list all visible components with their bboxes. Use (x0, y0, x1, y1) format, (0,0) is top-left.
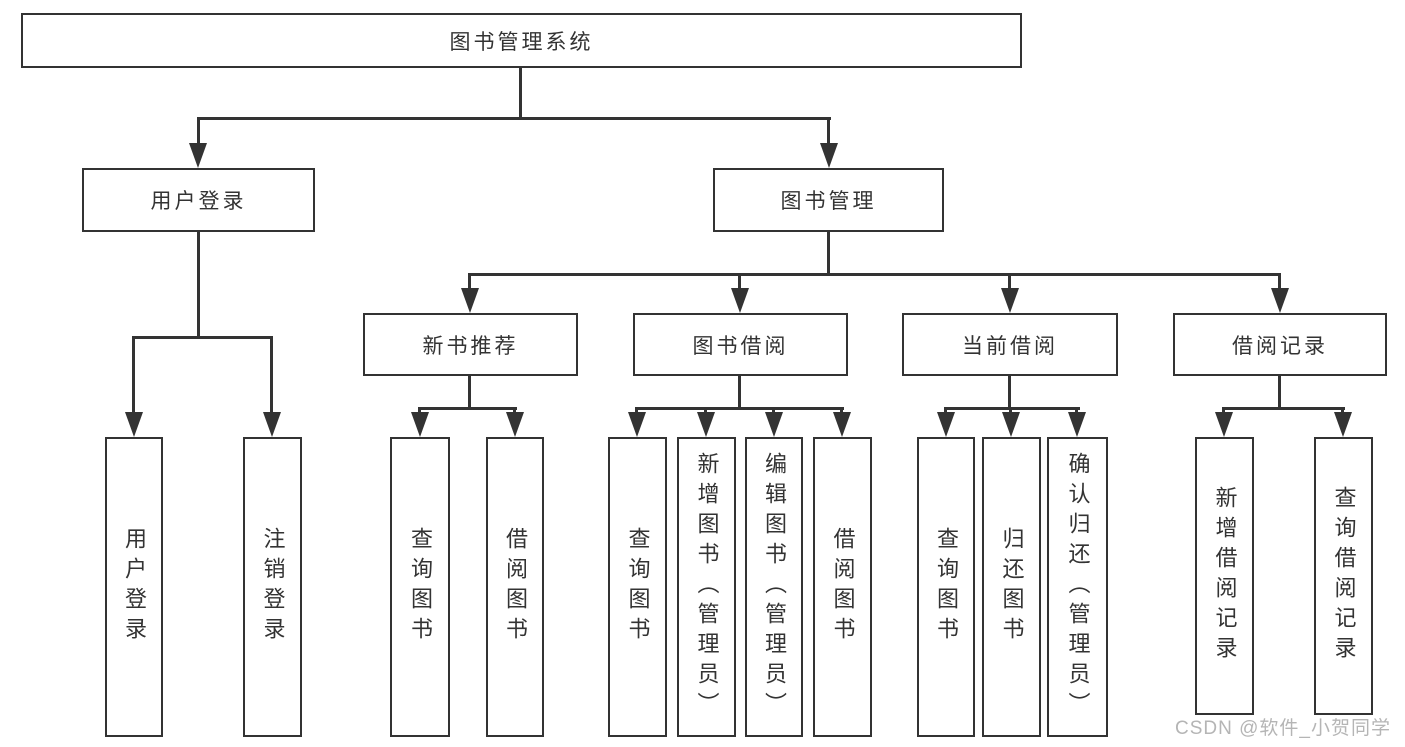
node-new-book-recommend: 新书推荐 (363, 313, 578, 376)
leaf-label: 查询图书 (408, 527, 433, 647)
leaf-label: 新增借阅记录 (1212, 486, 1238, 666)
leaf-add-book-admin: 新增图书（管理员） (677, 437, 736, 737)
leaf-label: 注销登录 (260, 527, 286, 647)
leaf-label: 确认归还（管理员） (1065, 452, 1091, 722)
connector-line (270, 336, 273, 416)
node-label: 当前借阅 (962, 334, 1058, 358)
leaf-query-borrow-record: 查询借阅记录 (1314, 437, 1373, 715)
connector-line (1008, 375, 1011, 407)
arrow-down-icon (263, 412, 281, 437)
connector-line (827, 232, 830, 273)
connector-line (468, 273, 471, 292)
leaf-label: 查询图书 (625, 527, 651, 647)
connector-line (840, 407, 843, 415)
arrow-down-icon (820, 143, 838, 168)
connector-line (513, 407, 516, 415)
leaf-borrow-books-recommend: 借阅图书 (486, 437, 544, 737)
connector-line (197, 117, 831, 120)
connector-line (132, 336, 273, 339)
connector-line (635, 407, 638, 415)
connector-line (1278, 273, 1281, 292)
node-book-management: 图书管理 (713, 168, 944, 232)
connector-line (944, 407, 1080, 410)
connector-line (1009, 407, 1012, 415)
connector-line (704, 407, 707, 415)
node-label: 借阅记录 (1232, 334, 1328, 358)
connector-line (1278, 375, 1281, 407)
node-current-borrowing: 当前借阅 (902, 313, 1118, 376)
arrow-down-icon (1334, 412, 1352, 437)
leaf-query-books-borrowing: 查询图书 (608, 437, 667, 737)
arrow-down-icon (461, 288, 479, 313)
node-borrowing-records: 借阅记录 (1173, 313, 1387, 376)
arrow-down-icon (189, 143, 207, 168)
connector-line (944, 407, 947, 415)
leaf-label: 新增图书（管理员） (694, 452, 720, 722)
arrow-down-icon (765, 412, 783, 437)
connector-line (468, 375, 471, 407)
watermark: CSDN @软件_小贺同学 (1175, 718, 1391, 739)
arrow-down-icon (125, 412, 143, 437)
leaf-confirm-return-admin: 确认归还（管理员） (1047, 437, 1108, 737)
arrow-down-icon (1002, 412, 1020, 437)
arrow-down-icon (411, 412, 429, 437)
node-library-system: 图书管理系统 (21, 13, 1022, 68)
arrow-down-icon (937, 412, 955, 437)
leaf-label: 归还图书 (999, 527, 1025, 647)
node-label: 图书借阅 (692, 334, 789, 358)
connector-line (1341, 407, 1344, 415)
connector-line (1075, 407, 1078, 415)
connector-line (1222, 407, 1345, 410)
node-label: 图书管理系统 (449, 30, 594, 54)
connector-line (827, 117, 830, 147)
leaf-add-borrow-record: 新增借阅记录 (1195, 437, 1254, 715)
leaf-logout: 注销登录 (243, 437, 302, 737)
node-label: 新书推荐 (422, 334, 519, 358)
leaf-label: 借阅图书 (503, 527, 528, 647)
arrow-down-icon (1215, 412, 1233, 437)
connector-line (197, 117, 200, 147)
leaf-label: 查询图书 (934, 527, 959, 647)
arrow-down-icon (1001, 288, 1019, 313)
arrow-down-icon (697, 412, 715, 437)
leaf-query-books-current: 查询图书 (917, 437, 975, 737)
leaf-label: 借阅图书 (830, 527, 856, 647)
leaf-edit-book-admin: 编辑图书（管理员） (745, 437, 803, 737)
connector-line (772, 407, 775, 415)
leaf-user-login: 用户登录 (105, 437, 163, 737)
connector-line (519, 68, 522, 117)
connector-line (418, 407, 421, 415)
connector-line (418, 407, 517, 410)
leaf-return-book: 归还图书 (982, 437, 1041, 737)
node-label: 用户登录 (150, 190, 247, 213)
leaf-query-books-recommend: 查询图书 (390, 437, 450, 737)
node-user-login: 用户登录 (82, 168, 315, 232)
connector-line (468, 273, 1281, 276)
connector-line (738, 273, 741, 292)
connector-line (738, 375, 741, 407)
arrow-down-icon (833, 412, 851, 437)
connector-line (1008, 273, 1011, 292)
arrow-down-icon (731, 288, 749, 313)
node-label: 图书管理 (780, 190, 877, 213)
arrow-down-icon (1068, 412, 1086, 437)
node-book-borrowing: 图书借阅 (633, 313, 848, 376)
arrow-down-icon (506, 412, 524, 437)
connector-line (635, 407, 844, 410)
leaf-label: 用户登录 (122, 527, 147, 647)
connector-line (132, 336, 135, 416)
leaf-borrow-books-borrowing: 借阅图书 (813, 437, 872, 737)
leaf-label: 查询借阅记录 (1331, 486, 1357, 666)
connector-line (197, 232, 200, 336)
leaf-label: 编辑图书（管理员） (762, 452, 787, 722)
connector-line (1222, 407, 1225, 415)
arrow-down-icon (1271, 288, 1289, 313)
arrow-down-icon (628, 412, 646, 437)
